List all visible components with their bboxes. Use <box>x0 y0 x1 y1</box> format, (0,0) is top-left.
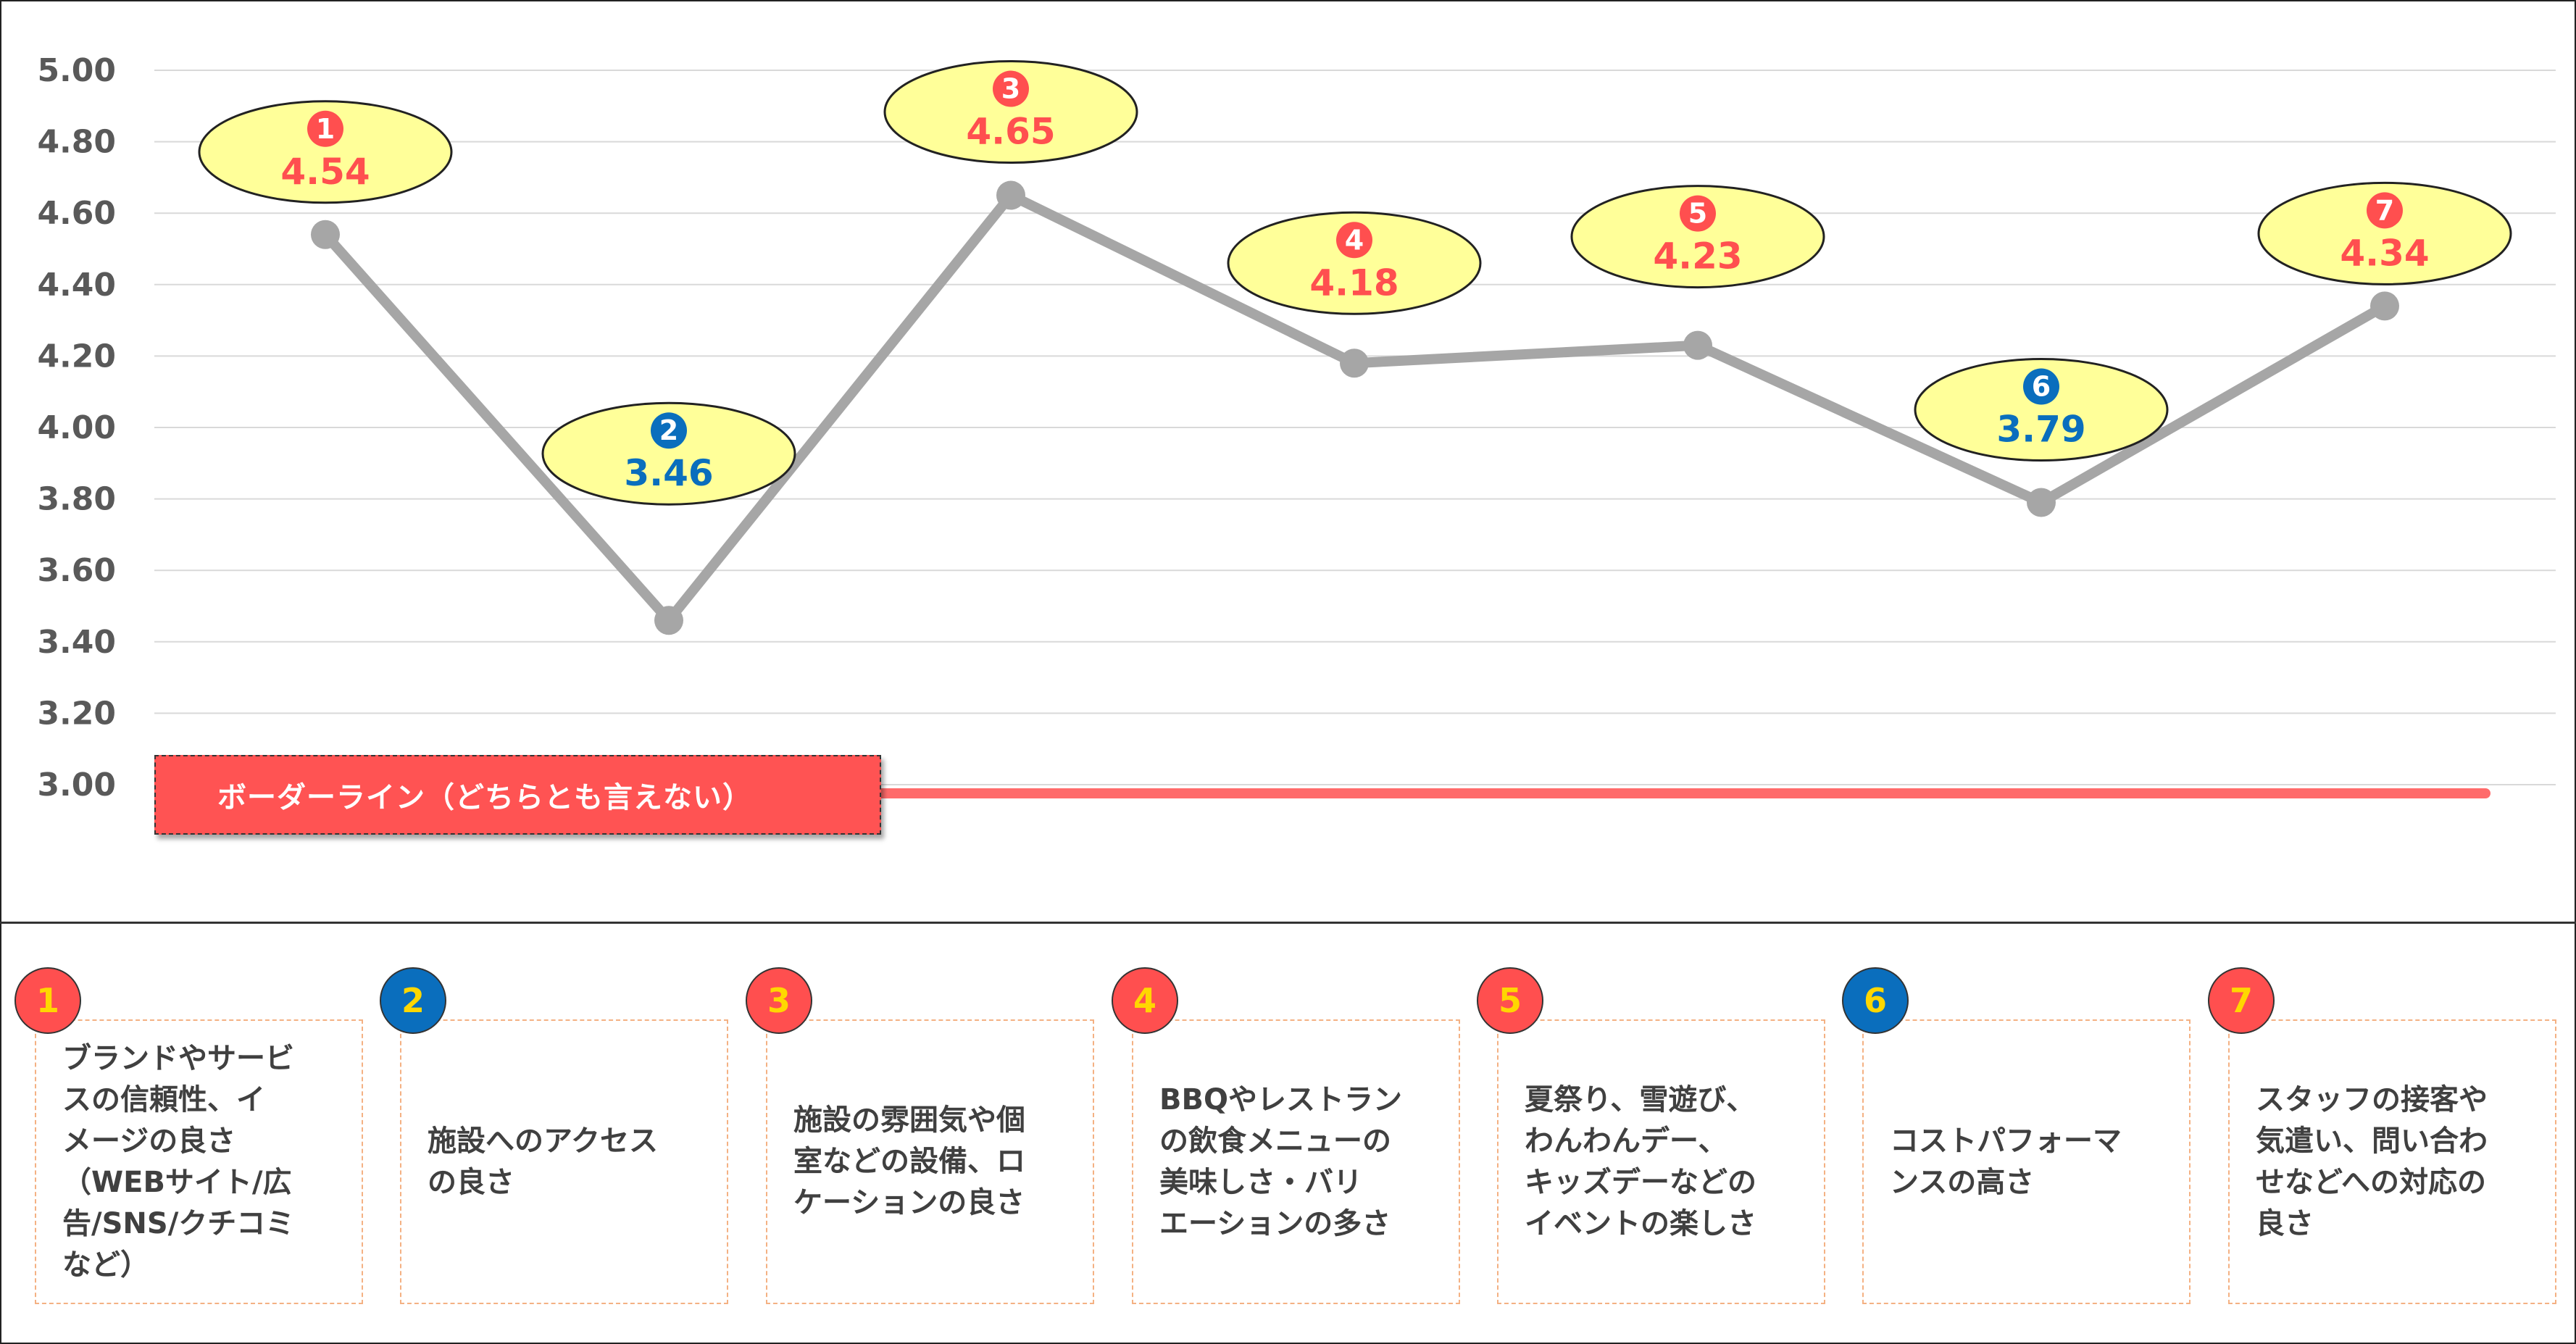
data-point <box>1340 348 1369 378</box>
callout-number: 6 <box>2032 371 2051 403</box>
callout-number: 4 <box>1345 224 1364 256</box>
category-text: スタッフの接客や 気遣い、問い合わ せなどへの対応の 良さ <box>2256 1082 2488 1240</box>
callout-bubble <box>541 401 796 506</box>
callout-number-badge <box>2023 368 2059 405</box>
y-tick-label: 3.60 <box>37 552 116 589</box>
data-point <box>2370 291 2399 321</box>
callout-number: 1 <box>316 113 335 145</box>
callout-number: 2 <box>659 414 678 446</box>
data-callout: 74.34 <box>2257 181 2512 285</box>
callout-number-badge <box>993 70 1029 107</box>
data-point <box>996 180 1025 210</box>
data-point <box>311 220 340 249</box>
data-label: 4.23 <box>1653 235 1742 277</box>
line-chart: 5.00 4.80 4.60 4.40 4.20 4.00 3.80 3.60 3.40 3.20… <box>37 52 2556 804</box>
category-box-5: 夏祭り、雪遊び、 わんわんデー、 キッズデーなどの イベントの楽しさ <box>1497 1019 1825 1304</box>
data-callout: 34.65 <box>883 60 1138 164</box>
category-text: 施設へのアクセス の良さ <box>428 1124 658 1199</box>
section-divider <box>0 922 2576 924</box>
callout-bubble <box>1570 185 1825 289</box>
callout-number-badge <box>1336 222 1372 259</box>
category-text: コストパフォーマ ンスの高さ <box>1890 1124 2122 1199</box>
data-point <box>2027 488 2056 517</box>
callout-bubble <box>198 100 453 204</box>
gridlines <box>154 70 2556 785</box>
callout-number: 3 <box>1001 73 1020 105</box>
callout-bubble <box>1227 211 1482 315</box>
callout-number-badge <box>2367 192 2403 229</box>
data-point <box>654 606 683 635</box>
callout-bubble <box>883 60 1138 164</box>
category-number-badge-6: 6 <box>1842 967 1909 1034</box>
data-callout: 14.54 <box>198 100 453 204</box>
data-callout: 23.46 <box>541 401 796 506</box>
category-box-4: BBQやレストラン の飲食メニューの 美味しさ・バリ エーションの多さ <box>1132 1019 1460 1304</box>
y-tick-label: 4.80 <box>37 124 116 161</box>
category-number-badge-2: 2 <box>380 967 446 1034</box>
data-point <box>1683 330 1712 360</box>
callout-bubble <box>1914 358 2169 462</box>
category-box-1: ブランドやサービ スの信頼性、イ メージの良さ （WEBサイト/広 告/SNS/… <box>35 1019 363 1304</box>
category-number-badge-3: 3 <box>746 967 812 1034</box>
y-tick-label: 4.40 <box>37 267 116 304</box>
category-box-7: スタッフの接客や 気遣い、問い合わ せなどへの対応の 良さ <box>2228 1019 2556 1304</box>
y-tick-label: 3.20 <box>37 695 116 732</box>
y-tick-label: 4.00 <box>37 409 116 446</box>
data-callout: 44.18 <box>1227 211 1482 315</box>
category-text: BBQやレストラン の飲食メニューの 美味しさ・バリ エーションの多さ <box>1159 1082 1402 1240</box>
y-tick-label: 5.00 <box>37 52 116 89</box>
category-box-3: 施設の雰囲気や個 室などの設備、ロ ケーションの良さ <box>766 1019 1094 1304</box>
category-box-2: 施設へのアクセス の良さ <box>400 1019 728 1304</box>
data-label: 4.18 <box>1309 262 1399 304</box>
data-label: 3.46 <box>624 452 713 494</box>
y-tick-label: 3.00 <box>37 767 116 804</box>
category-number-badge-5: 5 <box>1477 967 1543 1034</box>
y-tick-label: 4.20 <box>37 338 116 375</box>
y-axis-ticks: 5.00 4.80 4.60 4.40 4.20 4.00 3.80 3.60 3.40 3.20… <box>37 52 116 804</box>
category-number-badge-7: 7 <box>2208 967 2275 1034</box>
callout-bubble <box>2257 181 2512 285</box>
borderline-label: ボーダーライン（どちらとも言えない） <box>154 755 881 835</box>
callout-number-badge <box>651 412 687 449</box>
callout-number-badge <box>1680 195 1716 232</box>
callout-number: 7 <box>2375 194 2394 226</box>
category-text: ブランドやサービ スの信頼性、イ メージの良さ （WEBサイト/広 告/SNS/… <box>62 1041 295 1282</box>
data-label: 4.34 <box>2340 232 2429 274</box>
y-tick-label: 4.60 <box>37 195 116 232</box>
category-text: 夏祭り、雪遊び、 わんわんデー、 キッズデーなどの イベントの楽しさ <box>1525 1082 1756 1240</box>
category-number-badge-1: 1 <box>14 967 81 1034</box>
data-markers <box>311 180 2399 635</box>
data-label: 4.65 <box>966 111 1055 153</box>
callout-number-badge <box>307 110 343 147</box>
data-callout: 63.79 <box>1914 358 2169 462</box>
data-callout: 54.23 <box>1570 185 1825 289</box>
category-box-6: コストパフォーマ ンスの高さ <box>1862 1019 2191 1304</box>
category-number-badge-4: 4 <box>1112 967 1178 1034</box>
category-text: 施設の雰囲気や個 室などの設備、ロ ケーションの良さ <box>793 1103 1025 1219</box>
y-tick-label: 3.80 <box>37 481 116 518</box>
callout-number: 5 <box>1688 198 1707 230</box>
data-label: 4.54 <box>280 151 370 193</box>
data-label: 3.79 <box>1996 409 2085 451</box>
y-tick-label: 3.40 <box>37 624 116 661</box>
